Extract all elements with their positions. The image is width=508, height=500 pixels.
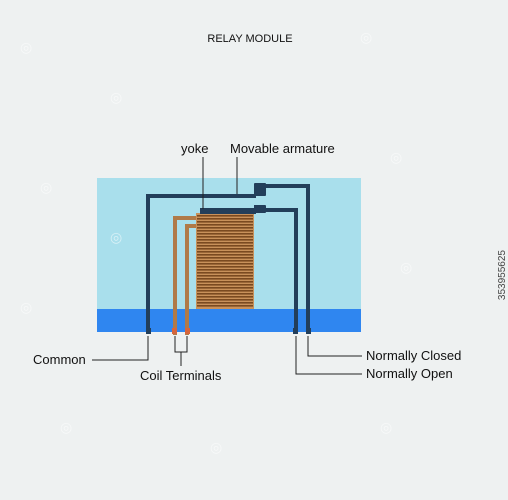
coil-winding	[197, 293, 253, 295]
coil-winding	[197, 215, 253, 217]
label-normally-closed: Normally Closed	[366, 348, 461, 363]
coil-winding	[197, 254, 253, 256]
coil-leads	[173, 216, 202, 335]
movable-armature	[254, 183, 266, 196]
coil-winding	[197, 302, 253, 304]
diagram-title: RELAY MODULE	[207, 33, 292, 45]
coil-winding	[197, 299, 253, 301]
yoke	[200, 208, 256, 214]
coil-winding	[197, 236, 253, 238]
coil-winding	[197, 248, 253, 250]
coil-winding	[197, 245, 253, 247]
frame-wires	[146, 184, 310, 333]
label-coil-terminals: Coil Terminals	[140, 368, 222, 383]
coil-winding	[197, 278, 253, 280]
stock-id: 353955625	[497, 250, 508, 301]
coil-winding	[197, 296, 253, 298]
coil-winding	[197, 242, 253, 244]
label-normally-open: Normally Open	[366, 366, 453, 381]
no-contact	[256, 205, 266, 213]
coil	[196, 213, 254, 309]
coil-winding	[197, 269, 253, 271]
coil-winding	[197, 305, 253, 307]
coil-winding	[197, 221, 253, 223]
coil-winding	[197, 266, 253, 268]
coil-winding	[197, 272, 253, 274]
coil-winding	[197, 281, 253, 283]
callout-lines	[92, 157, 362, 375]
label-common: Common	[33, 352, 86, 367]
coil-winding	[197, 239, 253, 241]
terminal-tips	[146, 328, 311, 334]
coil-winding	[197, 284, 253, 286]
coil-winding	[197, 287, 253, 289]
coil-winding	[197, 251, 253, 253]
coil-winding	[197, 230, 253, 232]
coil-winding	[197, 290, 253, 292]
coil-winding	[197, 260, 253, 262]
coil-winding	[197, 233, 253, 235]
coil-winding	[197, 224, 253, 226]
coil-winding	[197, 257, 253, 259]
label-movable-armature: Movable armature	[230, 141, 335, 156]
coil-winding	[197, 218, 253, 220]
coil-winding	[197, 263, 253, 265]
coil-winding	[197, 227, 253, 229]
label-yoke: yoke	[181, 141, 208, 156]
relay-base	[97, 309, 361, 332]
coil-winding	[197, 275, 253, 277]
